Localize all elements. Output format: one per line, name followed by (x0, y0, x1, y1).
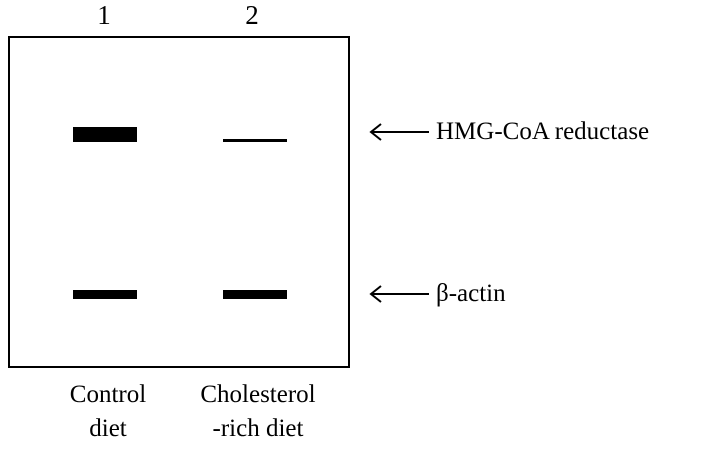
left-arrow-icon (369, 285, 429, 303)
band-beta-actin-lane-1 (73, 290, 137, 299)
lane-caption-1: Control diet (48, 378, 168, 446)
left-arrow-icon (369, 123, 429, 141)
lane-caption-1-line-2: diet (89, 415, 127, 442)
band-hmg-coa-lane-2 (223, 139, 287, 142)
band-hmg-coa-lane-1 (73, 127, 137, 142)
lane-caption-1-line-1: Control (69, 381, 147, 408)
western-blot-frame (8, 36, 350, 368)
lane-number-2: 2 (245, 0, 259, 30)
band-beta-actin-lane-2 (223, 290, 287, 299)
band-label-hmg-coa: HMG-CoA reductase (436, 118, 650, 145)
lane-number-1: 1 (97, 0, 111, 30)
lane-caption-2: Cholesterol -rich diet (180, 378, 336, 446)
lane-caption-2-line-1: Cholesterol (200, 381, 316, 408)
band-label-beta-actin: β-actin (436, 280, 506, 307)
lane-caption-2-line-2: -rich diet (212, 415, 304, 442)
annotation-hmg-coa: HMG-CoA reductase (369, 117, 649, 147)
annotation-beta-actin: β-actin (369, 279, 506, 309)
